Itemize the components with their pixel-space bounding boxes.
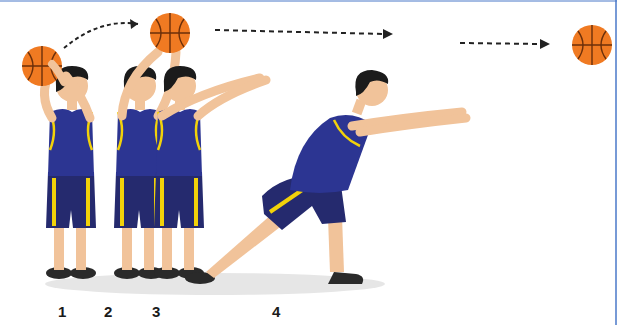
callout-number: 3 [152,304,160,319]
callout-number: 4 [272,304,280,319]
callout-number: 1 [58,304,66,319]
callout-number: 2 [104,304,112,319]
